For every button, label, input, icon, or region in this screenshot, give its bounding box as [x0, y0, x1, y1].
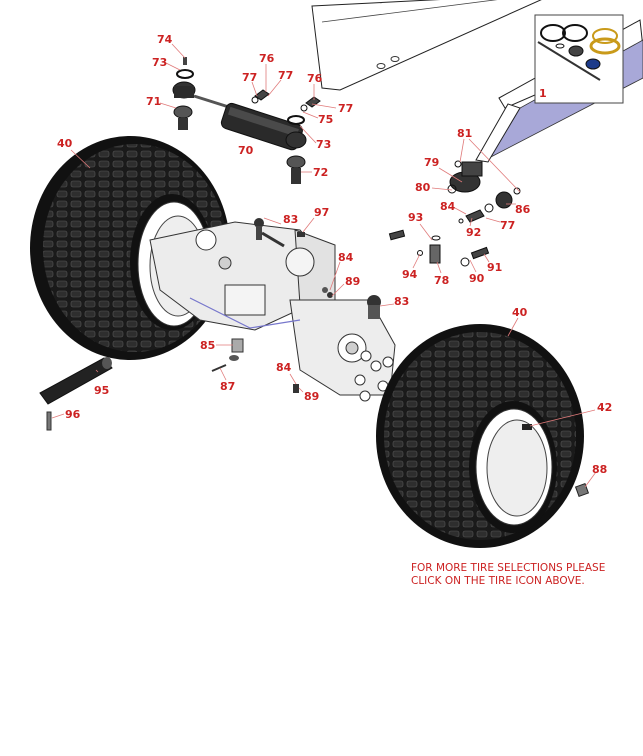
callout-1[interactable]: 1	[539, 87, 547, 100]
bolt-91[interactable]	[460, 246, 490, 267]
callout-72[interactable]: 72	[313, 166, 328, 179]
callout-labels: 74 73 76 77 77 76 71 77 75 73 70 72 40 8…	[57, 33, 612, 476]
callout-77[interactable]: 77	[278, 69, 293, 82]
callout-96[interactable]: 96	[65, 408, 81, 421]
tie-rod-end-right[interactable]	[367, 295, 381, 319]
right-wheel[interactable]	[376, 324, 584, 548]
callout-97[interactable]: 97	[314, 206, 329, 219]
callout-90[interactable]: 90	[469, 272, 485, 285]
transaxle-assembly[interactable]	[149, 221, 396, 402]
callout-84[interactable]: 84	[338, 251, 354, 264]
callout-70[interactable]: 70	[238, 144, 254, 157]
tire-selection-note: FOR MORE TIRE SELECTIONS PLEASE CLICK ON…	[411, 562, 643, 588]
callout-79[interactable]: 79	[424, 156, 439, 169]
callout-80[interactable]: 80	[415, 181, 431, 194]
callout-74[interactable]: 74	[157, 33, 173, 46]
callout-84[interactable]: 84	[440, 200, 456, 213]
callout-40[interactable]: 40	[512, 306, 528, 319]
callout-88[interactable]: 88	[592, 463, 607, 476]
callout-93[interactable]: 93	[408, 211, 423, 224]
bushing-85[interactable]	[229, 338, 244, 361]
callout-73[interactable]: 73	[316, 138, 331, 151]
steering-knuckle-group[interactable]	[447, 160, 521, 224]
callout-71[interactable]: 71	[146, 95, 161, 108]
callout-89[interactable]: 89	[345, 275, 360, 288]
grease-fitting-78[interactable]	[417, 235, 441, 264]
hardware-89-lower[interactable]	[293, 384, 299, 393]
callout-81[interactable]: 81	[457, 127, 472, 140]
callout-42[interactable]: 42	[597, 401, 612, 414]
callout-83[interactable]: 83	[283, 213, 298, 226]
callout-77[interactable]: 77	[500, 219, 515, 232]
steering-cylinder[interactable]	[172, 57, 321, 184]
note-line-2: CLICK ON THE TIRE ICON ABOVE.	[411, 575, 585, 587]
axle-shaft-95[interactable]	[39, 357, 113, 405]
callout-92[interactable]: 92	[466, 226, 481, 239]
callout-95[interactable]: 95	[94, 384, 109, 397]
callout-83[interactable]: 83	[394, 295, 409, 308]
callout-91[interactable]: 91	[487, 261, 502, 274]
leader-lines	[51, 43, 597, 488]
pin-96[interactable]	[46, 411, 52, 431]
pin-87[interactable]	[211, 364, 227, 372]
callout-73[interactable]: 73	[152, 56, 167, 69]
callout-85[interactable]: 85	[200, 339, 215, 352]
callout-77[interactable]: 77	[338, 102, 353, 115]
note-line-1: FOR MORE TIRE SELECTIONS PLEASE	[411, 562, 606, 574]
callout-87[interactable]: 87	[220, 380, 235, 393]
bolt-97[interactable]	[297, 232, 305, 237]
callout-76[interactable]: 76	[307, 72, 323, 85]
hardware-89-upper[interactable]	[322, 287, 333, 298]
callout-40[interactable]: 40	[57, 137, 73, 150]
callout-89[interactable]: 89	[304, 390, 319, 403]
seal-kit-inset[interactable]	[534, 14, 624, 104]
callout-94[interactable]: 94	[402, 268, 418, 281]
valve-stem-42[interactable]	[522, 424, 532, 430]
callout-78[interactable]: 78	[434, 274, 449, 287]
callout-76[interactable]: 76	[259, 52, 275, 65]
callout-75[interactable]: 75	[318, 113, 333, 126]
callout-77[interactable]: 77	[242, 71, 257, 84]
bolt-93[interactable]	[388, 229, 406, 241]
tie-rod-end-left[interactable]	[254, 218, 285, 248]
callout-86[interactable]: 86	[515, 203, 531, 216]
callout-84[interactable]: 84	[276, 361, 292, 374]
